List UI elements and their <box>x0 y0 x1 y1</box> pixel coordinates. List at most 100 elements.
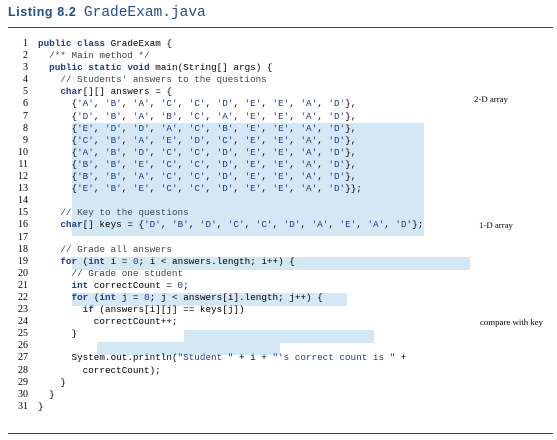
code-text: {'B', 'B', 'E', 'C', 'C', 'D', 'E', 'E',… <box>38 158 357 170</box>
listing-label: Listing 8.2 <box>8 5 77 19</box>
line-number: 25 <box>18 328 28 340</box>
code-line: 31} <box>8 401 553 413</box>
code-text: for (int j = 0; j < answers[i].length; j… <box>71 291 323 303</box>
code-line: 8 {'E', 'D', 'D', 'A', 'C', 'B', 'E', 'E… <box>8 123 553 135</box>
line-number: 29 <box>18 376 28 388</box>
line-number: 14 <box>18 195 28 207</box>
line-number: 7 <box>23 110 28 122</box>
code-text: public class GradeExam { <box>38 38 172 49</box>
line-number: 21 <box>18 279 28 291</box>
code-line: 11 {'B', 'B', 'E', 'C', 'C', 'D', 'E', '… <box>8 159 553 171</box>
highlight-compare <box>97 342 280 355</box>
code-line: 29 } <box>8 377 553 389</box>
code-text: } <box>38 388 55 400</box>
title-rule <box>8 27 553 28</box>
code-text: } <box>38 328 78 340</box>
line-number: 26 <box>18 340 28 352</box>
line-number: 30 <box>18 388 28 400</box>
line-number: 3 <box>23 62 28 74</box>
code-line: 9 {'C', 'B', 'A', 'E', 'D', 'C', 'E', 'E… <box>8 135 553 147</box>
code-text: {'B', 'B', 'A', 'C', 'C', 'D', 'E', 'E',… <box>38 171 357 183</box>
line-number: 28 <box>18 364 28 376</box>
bottom-rule <box>8 433 553 434</box>
line-number: 12 <box>18 171 28 183</box>
code-text: int correctCount = 0; <box>71 279 189 291</box>
code-line: 27 System.out.println("Student " + i + "… <box>8 352 553 364</box>
code-line: 25 } <box>8 328 553 340</box>
line-number: 2 <box>23 50 28 62</box>
line-number: 11 <box>18 158 28 170</box>
annotation-compare-with-key: compare with key <box>480 317 544 327</box>
code-text: // Grade one student <box>71 267 184 279</box>
code-line: 7 {'D', 'B', 'A', 'B', 'C', 'A', 'E', 'E… <box>8 111 553 123</box>
code-text: char[] keys = {'D', 'B', 'D', 'C', 'C', … <box>60 219 424 231</box>
code-line: 2 /** Main method */ <box>8 50 553 62</box>
code-line: 6 {'A', 'B', 'A', 'C', 'C', 'D', 'E', 'E… <box>8 98 553 110</box>
line-number: 1 <box>23 38 28 49</box>
code-line: 19 for (int i = 0; i < answers.length; i… <box>8 256 553 268</box>
line-number: 31 <box>18 400 28 412</box>
code-line: 12 {'B', 'B', 'A', 'C', 'C', 'D', 'E', '… <box>8 171 553 183</box>
code-line: 4 // Students' answers to the questions <box>8 74 553 86</box>
code-line: 5 char[][] answers = { <box>8 86 553 98</box>
code-text: } <box>38 376 66 388</box>
line-number: 16 <box>18 219 28 231</box>
code-line: 30 } <box>8 389 553 401</box>
code-line: 21 int correctCount = 0; <box>8 280 553 292</box>
code-line: 1 public class GradeExam { <box>8 38 553 50</box>
code-text: // Key to the questions <box>60 207 189 219</box>
code-text: correctCount); <box>82 364 161 376</box>
highlight-2d-array <box>72 123 424 236</box>
code-text: // Students' answers to the questions <box>60 74 267 86</box>
code-text: {'D', 'B', 'A', 'B', 'C', 'A', 'E', 'E',… <box>38 110 357 122</box>
line-number: 23 <box>18 304 28 316</box>
code-line: 22 for (int j = 0; j < answers[i].length… <box>8 292 553 304</box>
code-text: if (answers[i][j] == keys[j]) <box>82 304 245 316</box>
code-line: 16 char[] keys = {'D', 'B', 'D', 'C', 'C… <box>8 219 553 231</box>
code-line: 10 {'A', 'B', 'D', 'C', 'C', 'D', 'E', '… <box>8 147 553 159</box>
code-text: System.out.println("Student " + i + "'s … <box>71 352 407 364</box>
code-line: 3 public static void main(String[] args)… <box>8 62 553 74</box>
code-text: /** Main method */ <box>49 50 150 62</box>
line-number: 5 <box>23 86 28 98</box>
code-line: 18 // Grade all answers <box>8 244 553 256</box>
code-line: 13 {'E', 'B', 'E', 'C', 'C', 'D', 'E', '… <box>8 183 553 195</box>
line-number: 20 <box>18 267 28 279</box>
line-number: 9 <box>23 134 28 146</box>
code-text: public static void main(String[] args) { <box>49 62 273 74</box>
code-line: 14 <box>8 195 553 207</box>
line-number: 19 <box>18 255 28 267</box>
highlight-1d-array <box>72 257 470 270</box>
code-line: 26 <box>8 340 553 352</box>
code-line: 24 correctCount++; <box>8 316 553 328</box>
annotation-2d-array: 2-D array <box>474 94 508 104</box>
line-number: 6 <box>23 98 28 110</box>
code-text: } <box>38 400 44 412</box>
code-line: 23 if (answers[i][j] == keys[j]) <box>8 304 553 316</box>
code-text: // Grade all answers <box>60 243 172 255</box>
line-number: 17 <box>18 231 28 243</box>
code-text: char[][] answers = { <box>60 86 172 98</box>
code-line: 20 // Grade one student <box>8 268 553 280</box>
line-number: 13 <box>18 183 28 195</box>
code-text: correctCount++; <box>93 316 178 328</box>
line-number: 8 <box>23 122 28 134</box>
annotation-1d-array: 1-D array <box>479 220 513 230</box>
line-number: 4 <box>23 74 28 86</box>
code-text: {'E', 'B', 'E', 'C', 'C', 'D', 'E', 'E',… <box>38 183 362 195</box>
listing-filename: GradeExam.java <box>83 5 206 21</box>
code-text: {'A', 'B', 'A', 'C', 'C', 'D', 'E', 'E',… <box>38 98 357 110</box>
line-number: 27 <box>18 352 28 364</box>
line-number: 10 <box>18 146 28 158</box>
code-text: for (int i = 0; i < answers.length; i++)… <box>60 255 295 267</box>
code-text: {'A', 'B', 'D', 'C', 'C', 'D', 'E', 'E',… <box>38 146 357 158</box>
code-line: 28 correctCount); <box>8 365 553 377</box>
line-number: 22 <box>18 291 28 303</box>
code-line: 17 <box>8 232 553 244</box>
code-text: {'C', 'B', 'A', 'E', 'D', 'C', 'E', 'E',… <box>38 134 357 146</box>
highlight-inner-for <box>184 330 374 343</box>
code-line: 15 // Key to the questions <box>8 207 553 219</box>
line-number: 24 <box>18 316 28 328</box>
